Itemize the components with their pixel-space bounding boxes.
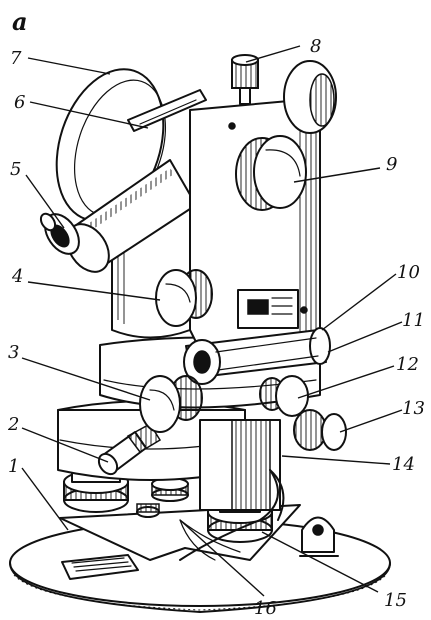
- label-4: 4: [11, 266, 23, 287]
- lower-clamp-screw: [97, 423, 162, 476]
- label-13: 13: [402, 398, 425, 419]
- label-9: 9: [386, 154, 397, 175]
- label-14: 14: [392, 454, 415, 475]
- label-5: 5: [10, 159, 21, 180]
- right-standard: [189, 99, 321, 351]
- label-11: 11: [402, 310, 425, 331]
- label-16: 16: [254, 598, 277, 619]
- telescope: [39, 89, 207, 273]
- leader-lines: [21, 45, 403, 597]
- label-8: 8: [310, 36, 321, 57]
- label-7: 7: [10, 48, 22, 69]
- vertical-circle-knob: [235, 135, 307, 211]
- part-labels: 7 6 5 4 3 2 1 8 9 10 11 12 13 14 15 16: [7, 36, 425, 619]
- foot-screw-back: [136, 477, 189, 518]
- tangent-screw-lower: [293, 409, 347, 451]
- cable: [179, 469, 279, 561]
- focusing-screw: [231, 54, 259, 105]
- name-plate: [61, 554, 139, 580]
- tangent-screw-upper: [259, 375, 309, 417]
- label-2: 2: [7, 414, 19, 435]
- mounting-lug: [299, 516, 339, 557]
- label-15: 15: [384, 590, 407, 611]
- label-6: 6: [14, 92, 25, 113]
- horizontal-clamp-knob: [139, 375, 203, 433]
- label-1: 1: [8, 456, 19, 477]
- reading-window: [237, 289, 299, 329]
- label-10: 10: [397, 262, 420, 283]
- label-3: 3: [8, 342, 19, 363]
- top-cap: [283, 60, 337, 134]
- base-plate: [9, 504, 391, 613]
- plate-level: [183, 327, 331, 385]
- figure-letter: a: [12, 7, 28, 36]
- telescope-clamp-knob: [155, 269, 213, 327]
- label-12: 12: [396, 354, 419, 375]
